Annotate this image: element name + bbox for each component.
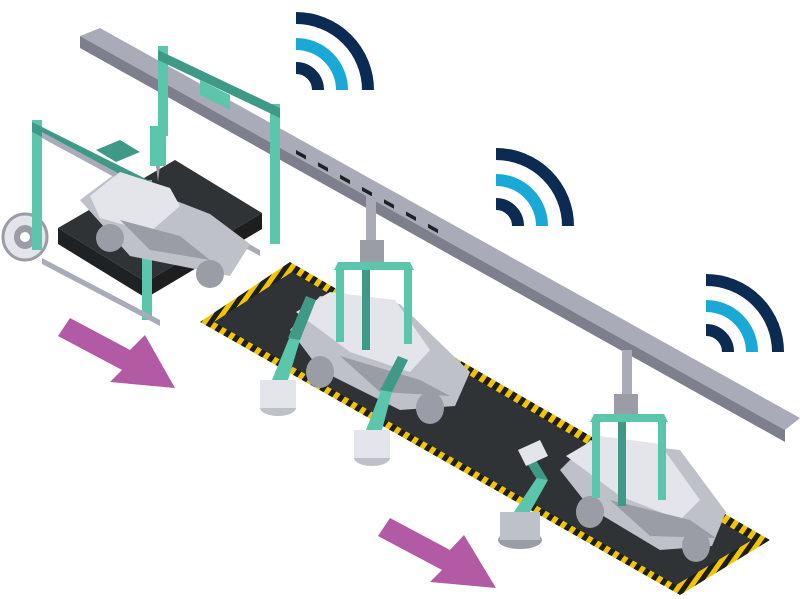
robot-arm-icon (260, 296, 316, 416)
wifi-signal-icon (495, 148, 574, 227)
signal-arc (705, 324, 734, 353)
signal-arc (705, 300, 758, 353)
rail-dash (362, 186, 372, 197)
signal-arc (705, 274, 784, 353)
rail-dash (340, 174, 350, 185)
robot-arm-icon (354, 356, 408, 466)
signal-arc (295, 12, 374, 91)
wifi-signal-icon (295, 12, 374, 91)
rail-dash (406, 211, 416, 221)
wifi-signal-icon (705, 274, 784, 353)
direction-arrow-icon (58, 318, 175, 388)
direction-arrow-icon (378, 518, 496, 588)
rail-hanger (622, 350, 632, 396)
rail-dash (296, 150, 306, 160)
signal-arc (495, 198, 524, 227)
gripper-frame (590, 394, 668, 506)
signal-arc (295, 38, 348, 91)
overhead-rail (80, 28, 800, 442)
rail-dash (428, 223, 438, 234)
car-chassis-icon (80, 172, 250, 288)
rail-hanger (366, 196, 376, 242)
rail-dash (384, 199, 394, 209)
signal-arc (495, 148, 574, 227)
rail-dash (318, 162, 328, 172)
signal-arc (495, 174, 548, 227)
gripper-frame (334, 240, 414, 350)
signal-arc (295, 62, 324, 91)
rail-markings (296, 150, 438, 234)
robot-arm-icon (498, 440, 548, 549)
